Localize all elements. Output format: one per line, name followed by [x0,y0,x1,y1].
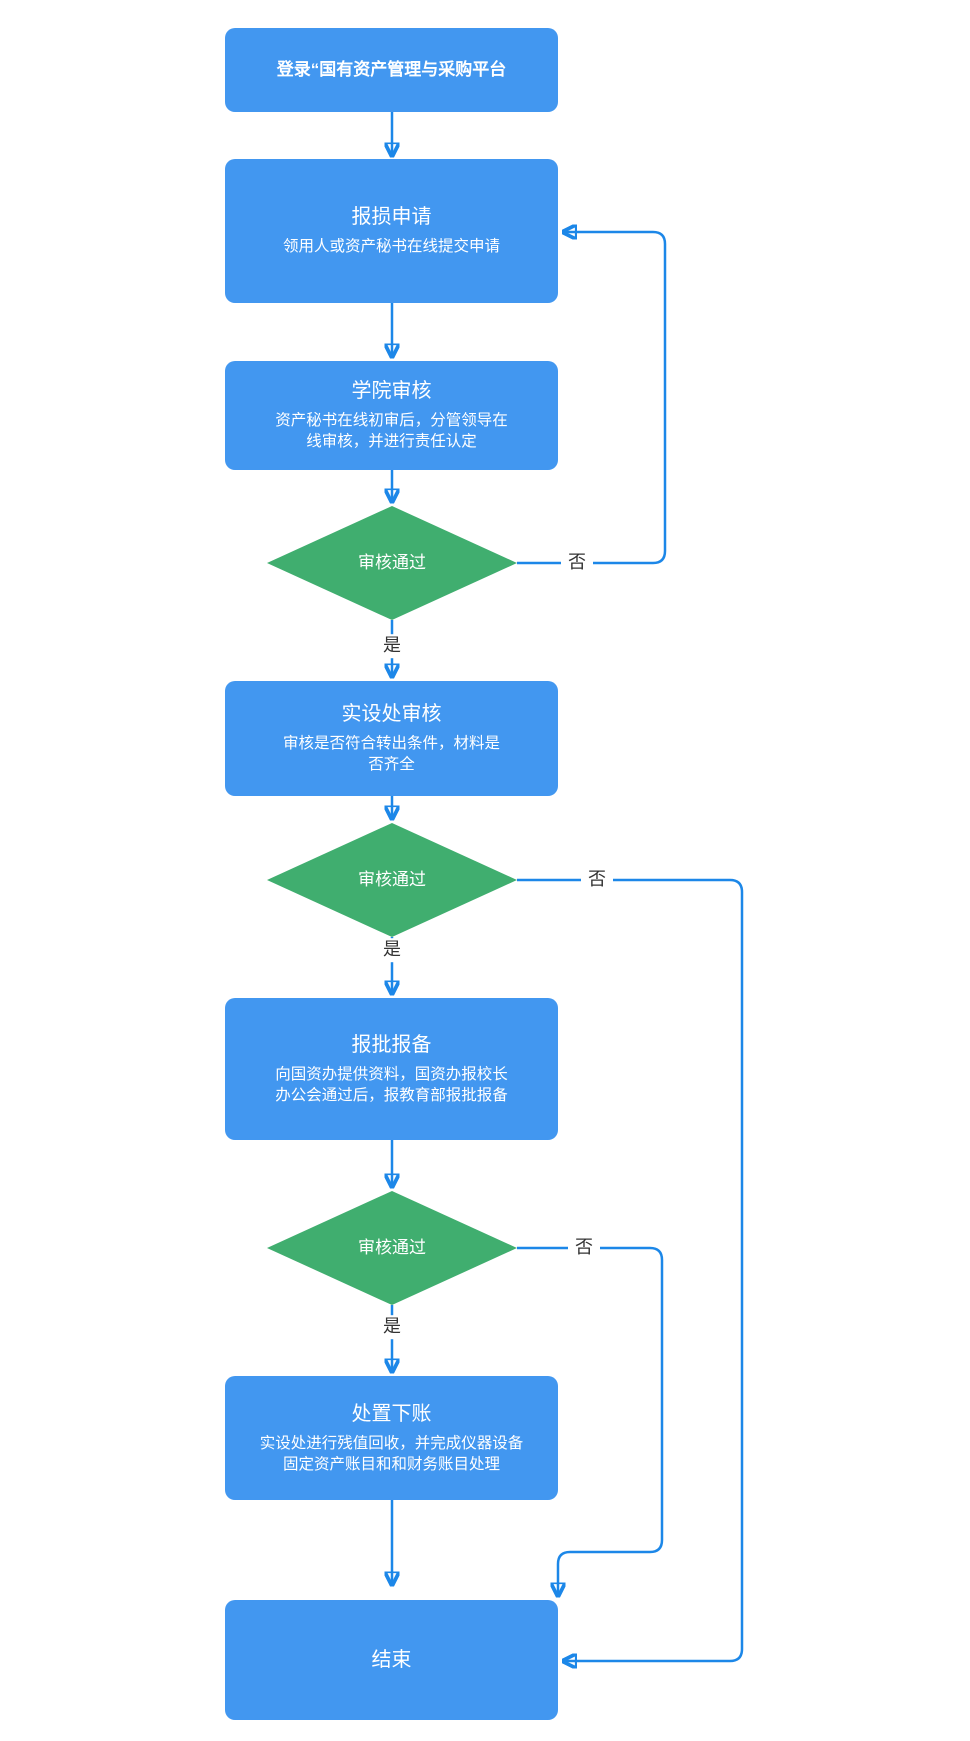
process-login: 登录“国有资产管理与采购平台 [225,28,558,112]
process-disposal-write-off-subtitle: 实设处进行残值回收，并完成仪器设备 固定资产账目和和财务账目处理 [259,1434,524,1473]
process-college-review-subtitle: 资产秘书在线初审后，分管领导在 线审核，并进行责任认定 [275,412,508,450]
process-damage-report-apply: 报损申请 领用人或资产秘书在线提交申请 [225,159,558,303]
branch-label-no-2: 否 [581,868,613,892]
process-damage-report-apply-title: 报损申请 [351,206,432,229]
process-login-title: 登录“国有资产管理与采购平台 [276,59,507,79]
process-disposal-write-off: 处置下账 实设处进行残值回收，并完成仪器设备 固定资产账目和和财务账目处理 [225,1376,558,1500]
process-approval-filing-subtitle: 向国资办提供资料，国资办报校长 办公会通过后，报教育部报批报备 [275,1065,508,1104]
branch-label-no-1: 否 [561,551,593,575]
edge-decision2-no-to-end [517,878,744,1661]
process-approval-filing-title: 报批报备 [351,1033,432,1056]
branch-label-yes-1: 是 [376,634,408,658]
branch-label-yes-2: 是 [376,938,408,962]
decision-review-pass-1-title: 审核通过 [358,552,426,572]
process-college-review: 学院审核 资产秘书在线初审后，分管领导在 线审核，并进行责任认定 [225,361,558,470]
process-facility-office-review: 实设处审核 审核是否符合转出条件，材料是 否齐全 [225,681,558,796]
branch-label-no-3: 否 [568,1236,600,1260]
edge-decision1-no-to-apply [517,232,667,565]
process-end: 结束 [225,1600,558,1720]
decision-review-pass-3-title: 审核通过 [358,1237,426,1257]
process-end-title: 结束 [371,1649,412,1671]
process-facility-office-review-title: 实设处审核 [341,703,442,726]
branch-label-yes-3: 是 [376,1315,408,1339]
process-disposal-write-off-title: 处置下账 [351,1402,432,1425]
edge-decision3-no-to-end [517,1246,664,1595]
process-facility-office-review-subtitle: 审核是否符合转出条件，材料是 否齐全 [282,735,500,773]
decision-review-pass-2-title: 审核通过 [358,869,426,889]
process-college-review-title: 学院审核 [351,380,432,403]
process-approval-filing: 报批报备 向国资办提供资料，国资办报校长 办公会通过后，报教育部报批报备 [225,998,558,1140]
process-damage-report-apply-subtitle: 领用人或资产秘书在线提交申请 [282,238,500,256]
